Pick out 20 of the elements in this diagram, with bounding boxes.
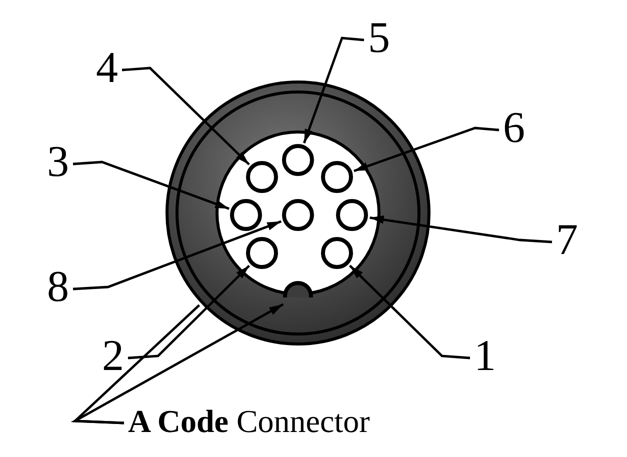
- callout-number: 6: [503, 106, 525, 150]
- leader-line: [122, 66, 250, 166]
- leader-line: [349, 264, 470, 360]
- leader-line: [70, 303, 284, 424]
- connector-face: [165, 80, 431, 346]
- leader-line: [302, 36, 364, 144]
- callout-number: 4: [96, 46, 118, 90]
- leader-line: [72, 160, 230, 210]
- callout-number: 2: [102, 334, 124, 378]
- callout-number: 5: [368, 16, 390, 60]
- leader-line: [72, 220, 282, 290]
- callout-number: 7: [556, 218, 578, 262]
- leader-line: [354, 126, 500, 172]
- callout-number: 3: [47, 140, 69, 184]
- leader-line: [72, 304, 200, 424]
- callout-number: 1: [474, 334, 496, 378]
- callout-number: 8: [47, 265, 69, 309]
- leader-line: [128, 264, 250, 360]
- leader-line: [370, 216, 552, 244]
- caption-label: A Code Connector: [128, 403, 370, 439]
